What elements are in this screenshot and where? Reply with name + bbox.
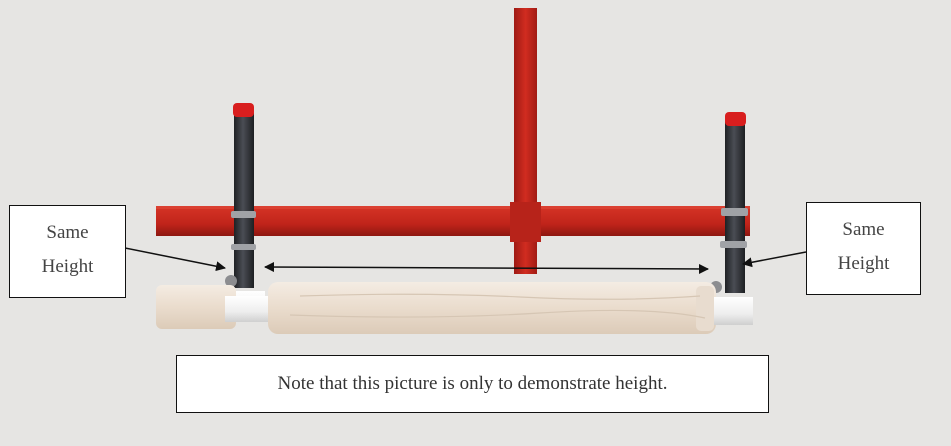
red-cross-joint: [510, 202, 541, 242]
height-double-arrow: [265, 267, 708, 269]
right-dark-post: [710, 112, 748, 293]
label-left-line2: Height: [10, 250, 125, 284]
padded-roller: [156, 282, 753, 334]
left-pointer-arrow: [125, 248, 225, 268]
same-height-label-right: Same Height: [806, 202, 921, 295]
label-right-line2: Height: [807, 247, 920, 281]
label-right-line1: Same: [807, 213, 920, 247]
note-caption: Note that this picture is only to demons…: [176, 355, 769, 413]
right-pointer-arrow: [743, 252, 806, 264]
same-height-label-left: Same Height: [9, 205, 126, 298]
label-left-line1: Same: [10, 216, 125, 250]
